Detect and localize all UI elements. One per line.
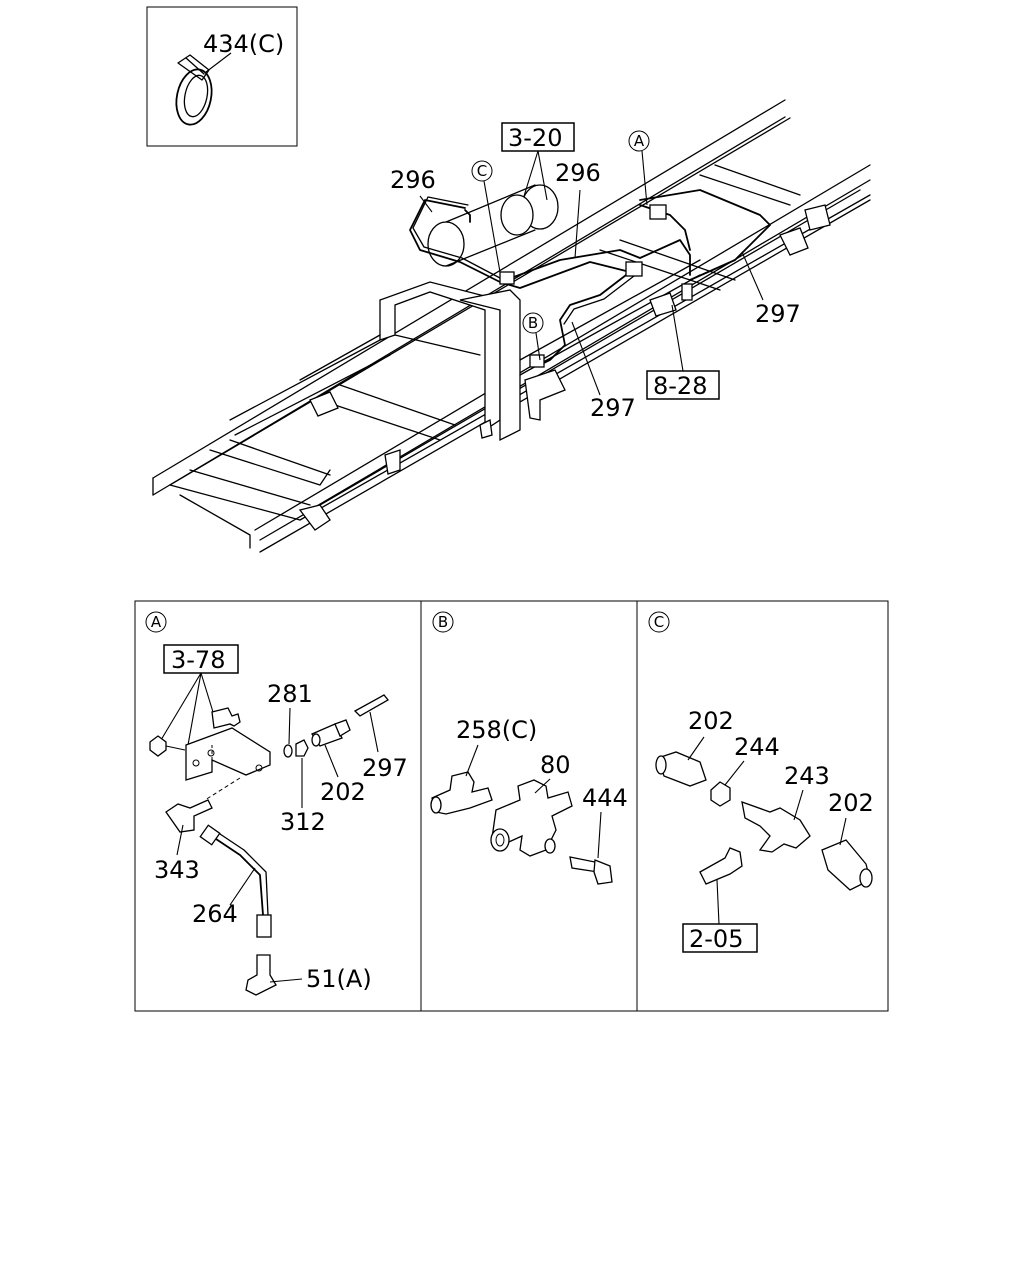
bolt-drawing [211, 707, 241, 729]
inset-part-label: 434(C) [203, 30, 284, 58]
panel-A-marker: A [151, 613, 162, 631]
bracket-drawing [185, 727, 271, 781]
label-297-A: 297 [362, 754, 408, 782]
callout-A: A [628, 130, 650, 206]
elbow-343-drawing [165, 799, 213, 833]
nut-drawing [149, 735, 167, 757]
tee-243-drawing [741, 801, 811, 853]
label-51A: 51(A) [306, 965, 372, 993]
clamp-drawing [175, 54, 213, 126]
hose-264-drawing [209, 834, 264, 916]
ref-box-8-28: 8-28 [646, 304, 720, 400]
elbow-258C-drawing [431, 771, 493, 815]
fitting-202-left-drawing [657, 751, 707, 787]
label-296-left: 296 [390, 166, 436, 194]
label-343: 343 [154, 856, 200, 884]
cross-80-drawing [491, 779, 573, 857]
label-202-C-left: 202 [688, 707, 734, 735]
label-281: 281 [267, 680, 313, 708]
panel-B: B 258(C) 80 444 [430, 611, 628, 885]
label-244: 244 [734, 733, 780, 761]
label-444: 444 [582, 784, 628, 812]
label-312: 312 [280, 808, 326, 836]
panel-C-marker: C [654, 613, 664, 631]
bleeder-drawing [699, 847, 743, 885]
panel-C-ref-2-05: 2-05 [689, 925, 743, 953]
callout-C-letter: C [477, 162, 487, 180]
panel-B-marker: B [438, 613, 448, 631]
panel-C: C 202 244 243 202 2-05 [648, 611, 874, 953]
nut-244-drawing [710, 781, 731, 807]
callout-A-letter: A [634, 132, 645, 150]
callout-C: C [471, 160, 501, 273]
label-296-right: 296 [555, 159, 601, 187]
label-202-C-right: 202 [828, 789, 874, 817]
inset-clamp-box: 434(C) [146, 6, 298, 147]
truck-frame-drawing [152, 99, 871, 553]
callout-B-letter: B [528, 314, 538, 332]
panel-A-ref-3-78: 3-78 [171, 646, 225, 674]
ref-box-3-20: 3-20 [501, 122, 575, 201]
panel-A: A 3-78 281 312 202 297 [145, 611, 408, 996]
label-297-lower: 297 [590, 394, 636, 422]
ref-3-20-text: 3-20 [508, 124, 562, 152]
label-258C: 258(C) [456, 716, 537, 744]
label-202-A: 202 [320, 778, 366, 806]
callout-B: B [522, 312, 544, 361]
brake-pipes-drawing [409, 189, 771, 368]
detail-panels-frame [134, 600, 889, 1012]
label-297-right: 297 [755, 300, 801, 328]
fitting-51A-drawing [245, 954, 277, 996]
label-80: 80 [540, 751, 571, 779]
ref-8-28-text: 8-28 [653, 372, 707, 400]
label-243: 243 [784, 762, 830, 790]
